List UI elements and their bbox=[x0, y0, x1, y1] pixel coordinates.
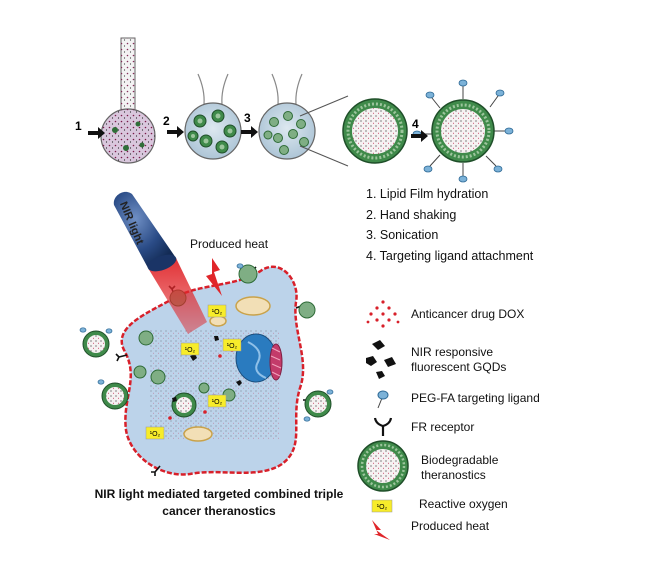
svg-text:¹O₂: ¹O₂ bbox=[377, 504, 388, 511]
step-number-3: 3 bbox=[244, 111, 251, 125]
dox-drug-icon bbox=[366, 300, 400, 328]
process-arrows bbox=[88, 126, 428, 142]
flask-sonication bbox=[258, 73, 316, 160]
legend-label-reactive-oxygen: Reactive oxygen bbox=[419, 497, 508, 511]
step-item: 4. Targeting ligand attachment bbox=[366, 248, 534, 263]
svg-text:¹O₂: ¹O₂ bbox=[150, 431, 161, 438]
targeted-particle bbox=[412, 79, 514, 183]
step-item: 3. Sonication bbox=[366, 228, 439, 242]
legend-label-gqd: NIR responsive fluorescent GQDs bbox=[411, 345, 507, 374]
liposome-particle bbox=[342, 98, 408, 164]
reactive-oxygen-icon: ¹O₂ bbox=[371, 499, 393, 513]
reactive-oxygen-badges: ¹O₂ ¹O₂ ¹O₂ ¹O₂ ¹O₂ bbox=[145, 304, 242, 440]
step-item: 1. Lipid Film hydration bbox=[366, 187, 489, 201]
svg-text:¹O₂: ¹O₂ bbox=[212, 399, 223, 406]
fr-receptor-icon bbox=[373, 417, 393, 436]
legend-label-fr-receptor: FR receptor bbox=[411, 420, 475, 434]
legend-label-peg-fa: PEG-FA targeting ligand bbox=[411, 391, 540, 405]
figure-caption: NIR light mediated targeted combined tri… bbox=[94, 487, 344, 518]
svg-text:¹O₂: ¹O₂ bbox=[212, 309, 223, 316]
svg-text:¹O₂: ¹O₂ bbox=[227, 343, 238, 350]
external-particles bbox=[79, 263, 334, 422]
flask-lipid-film bbox=[100, 37, 156, 164]
gqd-icon bbox=[366, 340, 396, 379]
step-item: 2. Hand shaking bbox=[366, 207, 457, 222]
legend-label-produced-heat: Produced heat bbox=[411, 519, 490, 533]
legend-label-dox: Anticancer drug DOX bbox=[411, 307, 525, 321]
nir-light-source bbox=[113, 191, 207, 334]
produced-heat-label: Produced heat bbox=[190, 237, 269, 251]
internalized-particles bbox=[150, 369, 236, 418]
nucleus bbox=[235, 333, 283, 383]
step-number-2: 2 bbox=[163, 114, 170, 128]
legend-label-theranostics: Biodegradable theranostics bbox=[421, 453, 499, 482]
heat-icon bbox=[372, 520, 390, 540]
step-list: 1. Lipid Film hydration 2. Hand shaking … bbox=[366, 184, 533, 266]
peg-fa-ligand-icon bbox=[377, 390, 389, 409]
synthesis-process: 1 2 3 4 bbox=[75, 37, 514, 183]
legend-icons: ¹O₂ bbox=[357, 300, 409, 540]
svg-text:¹O₂: ¹O₂ bbox=[185, 347, 196, 354]
heat-bolt bbox=[206, 258, 222, 296]
theranostic-particle-icon bbox=[357, 440, 409, 492]
cancer-cell bbox=[79, 263, 334, 476]
step-number-1: 1 bbox=[75, 119, 82, 133]
step-number-4: 4 bbox=[412, 117, 419, 131]
flask-hand-shaking bbox=[184, 73, 242, 160]
